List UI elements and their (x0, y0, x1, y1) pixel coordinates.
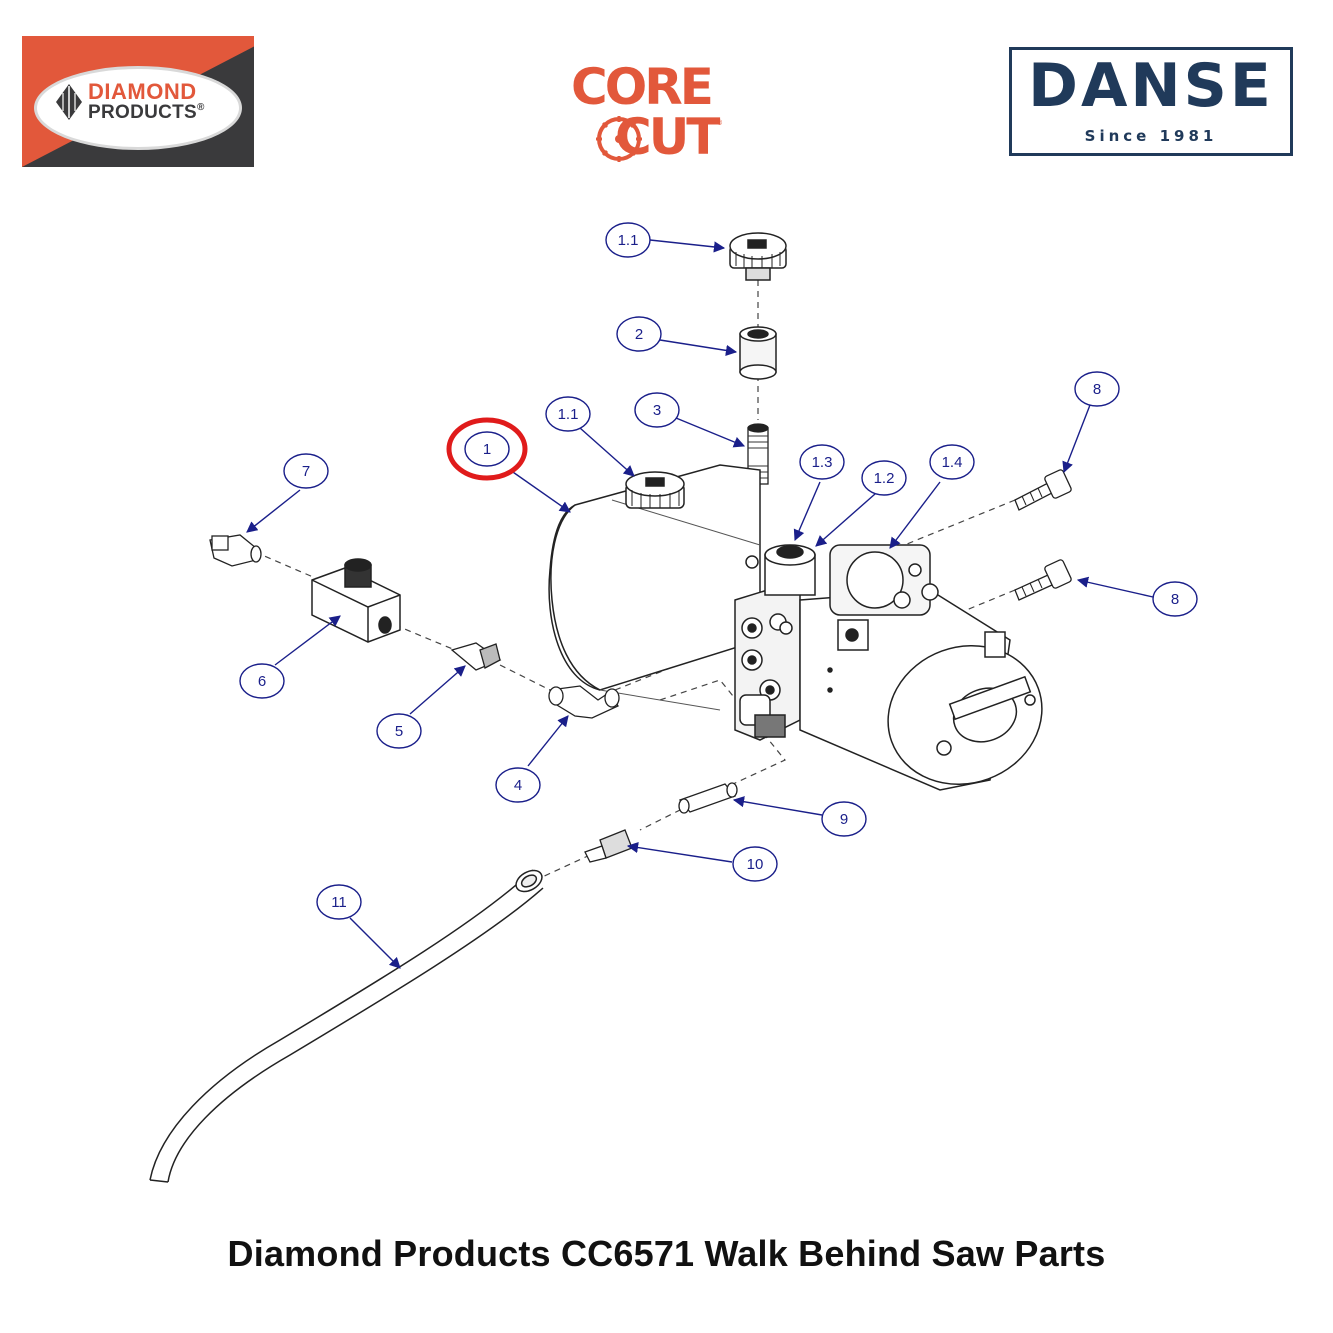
callout-1: 1 (446, 417, 528, 481)
callout-6: 6 (239, 663, 285, 699)
callout-bubble (1152, 581, 1198, 617)
callout-bubble (1074, 371, 1120, 407)
callout-label: 10 (747, 856, 764, 873)
callout-label: 1.2 (874, 470, 895, 487)
callout-label: 5 (395, 723, 403, 740)
callout-label: 3 (653, 402, 661, 419)
callout-label: 4 (514, 777, 522, 794)
callout-2: 2 (616, 316, 662, 352)
registered-mark: ® (197, 102, 205, 113)
callout-label: 1.3 (812, 454, 833, 471)
callout-bubble (634, 392, 680, 428)
callout-label: 1 (483, 441, 491, 458)
callout-7: 7 (283, 453, 329, 489)
callout-5: 5 (376, 713, 422, 749)
callout-9: 9 (821, 801, 867, 837)
callout-bubble (616, 316, 662, 352)
callout-label: 8 (1171, 591, 1179, 608)
hose-barb-part (584, 829, 633, 863)
logo-diamond-text: DIAMOND (88, 79, 197, 104)
tank-cap-part (625, 471, 685, 509)
callout-label: 7 (302, 463, 310, 480)
adapter-fitting-part (678, 782, 738, 814)
callout-bubble (464, 431, 510, 467)
saw-blade-icon (596, 116, 642, 162)
callout-1-3: 1.3 (799, 444, 845, 480)
flow-control-valve-part (311, 558, 401, 643)
core-cut-logo: CORE CUT ® (565, 60, 740, 170)
callout-3: 3 (634, 392, 680, 428)
callout-10: 10 (732, 846, 778, 882)
bolt-part-lower (1014, 559, 1072, 601)
callout-label: 9 (840, 811, 848, 828)
logo-products-word: PRODUCTS (88, 102, 198, 123)
callout-label: 2 (635, 326, 643, 343)
diamond-products-logo: DIAMOND PRODUCTS® (22, 36, 254, 167)
callout-bubble (545, 396, 591, 432)
callout-1-1-top: 1.1 (605, 222, 651, 258)
callout-bubble (283, 453, 329, 489)
logo-products-text: PRODUCTS® (88, 102, 205, 124)
danse-logo: DANSE Since 1981 (1009, 47, 1293, 156)
danse-tagline: Since 1981 (1084, 127, 1218, 145)
danse-name: DANSE (1028, 51, 1274, 121)
callout-label: 1.1 (618, 232, 639, 249)
highlight-ring (446, 417, 528, 481)
callout-bubble (316, 884, 362, 920)
callout-bubble (861, 460, 907, 496)
callout-label: 11 (331, 894, 347, 911)
callout-leaders (246, 239, 1154, 969)
callout-1-1: 1.1 (545, 396, 591, 432)
callout-bubble (799, 444, 845, 480)
callout-label: 1.4 (942, 454, 963, 471)
callout-bubble (495, 767, 541, 803)
callout-11: 11 (316, 884, 362, 920)
callout-1-2: 1.2 (861, 460, 907, 496)
elbow-fitting-part (209, 534, 262, 567)
hose-part (149, 869, 544, 1183)
callout-bubble (732, 846, 778, 882)
callout-8: 8 (1152, 581, 1198, 617)
valve-block-part (734, 544, 816, 741)
callout-8-top: 8 (1074, 371, 1120, 407)
diamond-mark-icon (56, 84, 82, 120)
reservoir-tank-part (548, 464, 761, 711)
callout-4: 4 (495, 767, 541, 803)
bolt-part-upper (1014, 469, 1072, 511)
logo-cut-text: CUT (615, 108, 720, 166)
callout-bubble (929, 444, 975, 480)
elbow-fitting-part-4 (548, 685, 620, 719)
callout-label: 8 (1093, 381, 1101, 398)
motor-part (799, 544, 1043, 791)
callout-label: 6 (258, 673, 266, 690)
callout-bubble (239, 663, 285, 699)
logo-core-text: CORE (571, 58, 714, 116)
registered-mark: ® (717, 120, 723, 127)
callout-bubble (376, 713, 422, 749)
callout-label: 1.1 (558, 406, 579, 423)
hex-nipple-part (450, 642, 502, 671)
callout-bubble (605, 222, 651, 258)
coupling-part (739, 326, 777, 380)
callout-1-4: 1.4 (929, 444, 975, 480)
page-caption: Diamond Products CC6571 Walk Behind Saw … (227, 1233, 1106, 1274)
callout-bubble (821, 801, 867, 837)
breather-cap-part (729, 232, 787, 281)
